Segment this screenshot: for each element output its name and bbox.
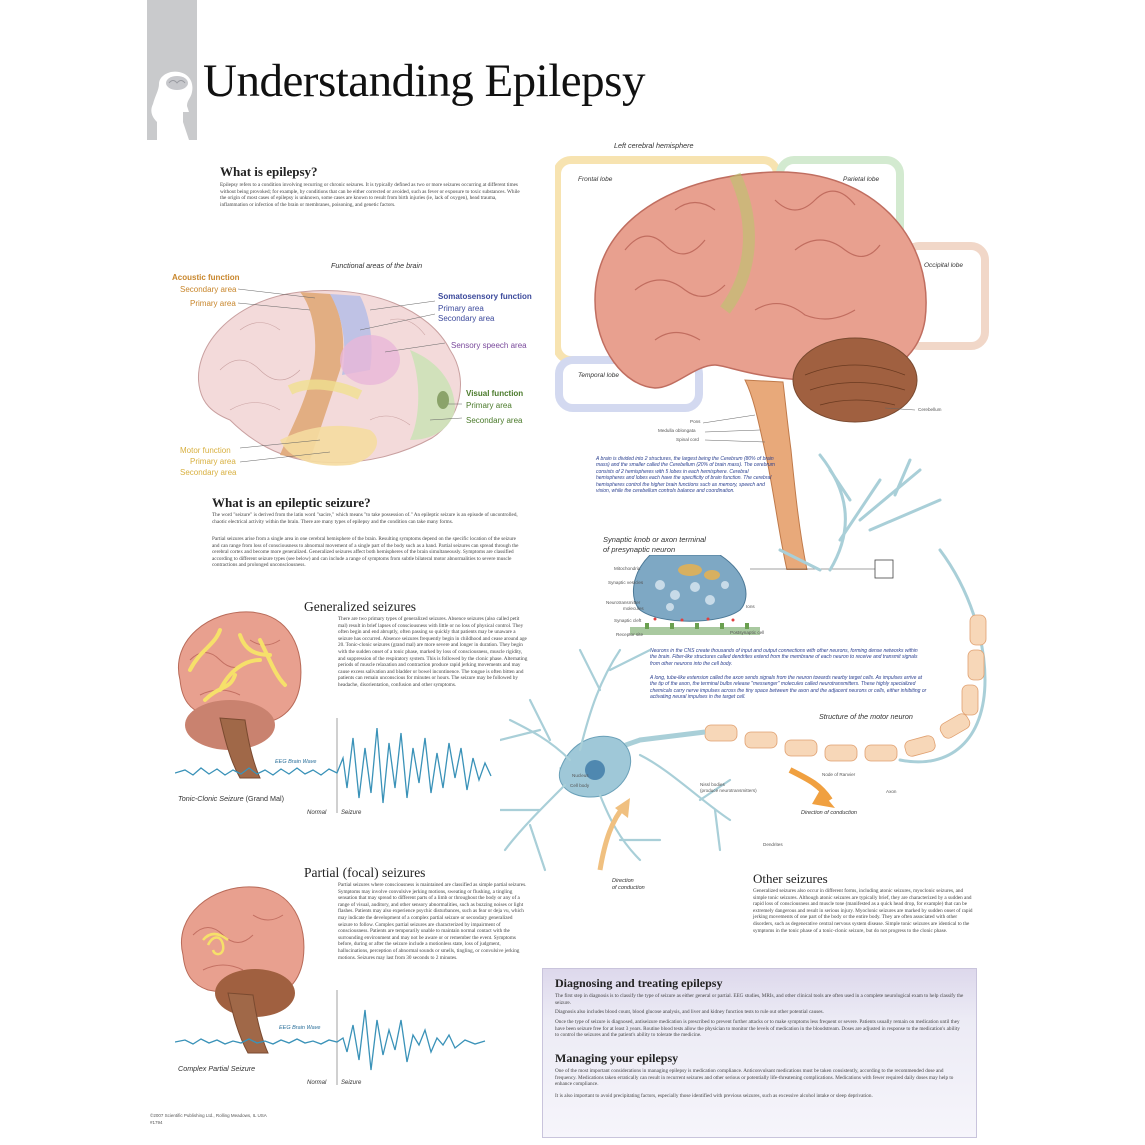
generalized-normal-label: Normal (307, 810, 327, 816)
header-logo-strip (147, 0, 197, 140)
synapse-diagram (630, 555, 894, 635)
partial-eeg-label: EEG Brain Wave (279, 1025, 321, 1031)
mitochondria-label: Mitochondria (614, 566, 641, 571)
nissl-bodies-sub-label: (produce neurotransmitters) (700, 788, 757, 793)
head-brain-icon (151, 71, 193, 140)
diagnosing-p3: Once the type of seizure is diagnosed, a… (555, 1019, 960, 1039)
visual-primary-label: Primary area (466, 401, 512, 410)
managing-p1: One of the most important considerations… (555, 1068, 954, 1088)
acoustic-secondary-label: Secondary area (180, 285, 237, 294)
epileptic-seizure-p2: Partial seizures arise from a single are… (212, 536, 519, 569)
temporal-lobe-label: Temporal lobe (578, 372, 619, 379)
synapse-title-1: Synaptic knob or axon terminal (603, 535, 706, 544)
direction-label-2a: Direction (612, 878, 634, 884)
motor-function-label: Motor function (180, 446, 231, 455)
ions-label: Ions (746, 604, 755, 609)
visual-function-label: Visual function (466, 389, 524, 398)
cell-body-label: Cell body (570, 783, 590, 788)
nucleus-label: Nucleus (572, 773, 589, 778)
synaptic-cleft-label: Synaptic cleft (614, 618, 642, 623)
motor-secondary-label: Secondary area (180, 468, 237, 477)
epileptic-seizure-heading: What is an epileptic seizure? (212, 495, 371, 510)
sensory-speech-label: Sensory speech area (451, 341, 527, 350)
occipital-lobe-label: Occipital lobe (924, 262, 964, 269)
other-seizures-heading: Other seizures (753, 871, 828, 886)
somatosensory-primary-label: Primary area (438, 304, 484, 313)
partial-seizure-label: Seizure (341, 1080, 362, 1086)
nissl-bodies-label: Nissl bodies (700, 782, 725, 787)
synaptic-vesicles-label: Synaptic vesicles (608, 580, 644, 585)
partial-body: Partial seizures where consciousness is … (338, 882, 527, 961)
partial-caption: Complex Partial Seizure (178, 1064, 256, 1073)
postsynaptic-cell-label: Postsynaptic cell (730, 630, 765, 635)
partial-eeg-chart (175, 990, 486, 1085)
epileptic-seizure-p1: The word "seizure" is derived from the l… (212, 512, 518, 525)
generalized-body: There are two primary types of generaliz… (338, 616, 528, 688)
motor-neuron-diagram (500, 453, 987, 872)
diagnosing-heading: Diagnosing and treating epilepsy (555, 976, 723, 990)
acoustic-primary-label: Primary area (190, 299, 236, 308)
generalized-seizure-label: Seizure (341, 810, 362, 816)
somatosensory-secondary-label: Secondary area (438, 314, 495, 323)
other-seizures-body: Generalized seizures also occur in diffe… (753, 888, 973, 934)
axon-label: Axon (886, 789, 897, 794)
synapse-desc-1: Neurons in the CNS create thousands of i… (650, 648, 918, 667)
generalized-brain-image (178, 611, 302, 779)
motor-primary-label: Primary area (190, 457, 236, 466)
generalized-caption-sub: (Grand Mal) (245, 794, 284, 803)
footer-copyright: ©2007 Scientific Publishing Ltd., Rollin… (150, 1113, 267, 1118)
visual-secondary-label: Secondary area (466, 416, 523, 425)
partial-normal-label: Normal (307, 1080, 327, 1086)
managing-heading: Managing your epilepsy (555, 1051, 679, 1065)
diagnosing-p1: The first step in diagnosis is to classi… (555, 993, 964, 1006)
acoustic-function-label: Acoustic function (172, 273, 240, 282)
partial-brain-image (181, 886, 305, 1054)
footer-code: #1794 (150, 1120, 163, 1125)
generalized-eeg-label: EEG Brain Wave (275, 759, 317, 765)
generalized-eeg-chart (175, 718, 492, 813)
direction-label-2b: of conduction (612, 885, 645, 891)
functional-brain-diagram (198, 288, 463, 466)
node-of-ranvier-label: Node of Ranvier (822, 772, 856, 777)
generalized-caption-main: Tonic-Clonic Seizure (178, 794, 244, 803)
managing-p2: It is also important to avoid precipitat… (555, 1093, 873, 1099)
what-is-body: Epilepsy refers to a condition involving… (220, 182, 520, 208)
pons-label: Pons (690, 419, 701, 424)
medulla-label: Medulla oblongata (658, 428, 696, 433)
generalized-heading: Generalized seizures (304, 599, 417, 614)
frontal-lobe-label: Frontal lobe (578, 176, 613, 183)
cerebellum-label: Cerebellum (918, 407, 942, 412)
dendrites-label: Dendrites (763, 842, 783, 847)
hemisphere-title: Left cerebral hemisphere (614, 141, 694, 150)
diagnosing-panel (542, 968, 977, 1138)
generalized-caption: Tonic-Clonic Seizure (Grand Mal) (178, 794, 284, 803)
hemisphere-description: A brain is divided into 2 structures, th… (596, 456, 775, 495)
neurotransmitter-label: Neurotransmitter (606, 600, 641, 605)
spinal-cord-label: Spinal cord (676, 437, 699, 442)
page-title: Understanding Epilepsy (203, 55, 645, 107)
motor-neuron-title: Structure of the motor neuron (819, 712, 913, 721)
somatosensory-label: Somatosensory function (438, 292, 532, 301)
synapse-desc-2: A long, tube-like extension called the a… (650, 675, 927, 700)
synapse-title-2: of presynaptic neuron (603, 545, 676, 554)
functional-brain-title: Functional areas of the brain (331, 261, 423, 270)
diagnosing-p2: Diagnosis also includes blood count, blo… (555, 1009, 824, 1015)
cerebral-hemisphere-diagram (555, 156, 989, 570)
what-is-heading: What is epilepsy? (220, 164, 318, 179)
partial-heading: Partial (focal) seizures (304, 865, 426, 880)
direction-of-conduction-label: Direction of conduction (801, 810, 857, 816)
molecules-label: molecules (623, 606, 644, 611)
parietal-lobe-label: Parietal lobe (843, 176, 880, 183)
receptor-site-label: Receptor site (616, 632, 644, 637)
